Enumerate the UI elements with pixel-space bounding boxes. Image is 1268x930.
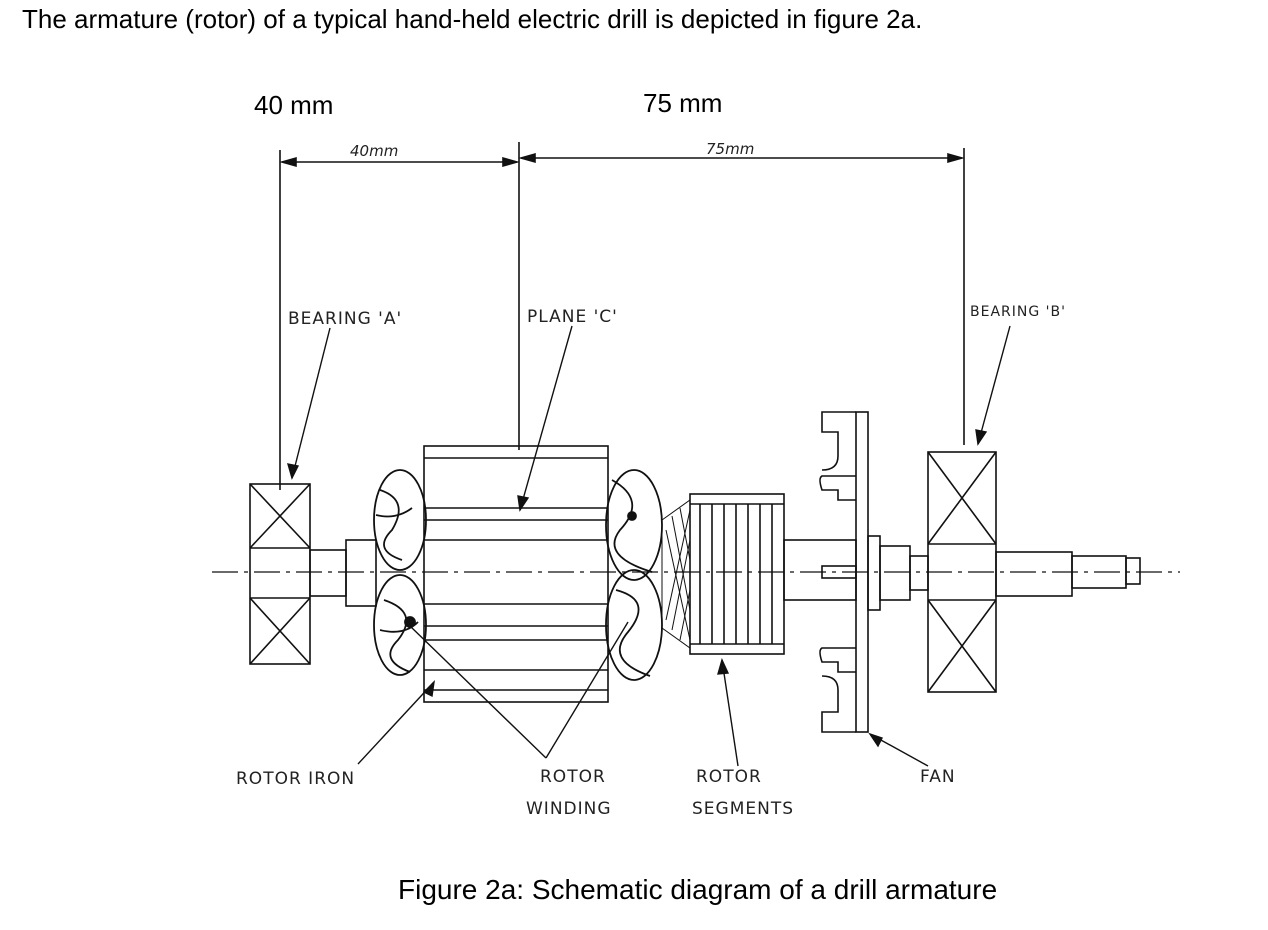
bearing-a-label: BEARING 'A' (288, 309, 402, 329)
right-shaft (995, 551, 1141, 597)
intro-text: The armature (rotor) of a typical hand-h… (22, 4, 923, 34)
figure-caption: Figure 2a: Schematic diagram of a drill … (398, 874, 998, 905)
rotor-segments (689, 493, 785, 655)
dimension-right-label: 75 mm (643, 88, 723, 118)
leader-lines (287, 325, 1011, 767)
rotor-winding-label-1: ROTOR (540, 767, 606, 787)
rotor-iron-label: ROTOR IRON (236, 769, 355, 789)
left-shaft (309, 539, 377, 607)
bearing-b-label: BEARING 'B' (970, 304, 1066, 320)
bearing-a (249, 483, 311, 665)
plane-c-label: PLANE 'C' (527, 307, 618, 327)
right-winding (605, 469, 663, 681)
dimension-right-handwritten: 75mm (706, 140, 754, 158)
fan-shaft (867, 535, 929, 611)
rotor-winding-label-2: WINDING (526, 799, 612, 819)
dimension-left-label: 40 mm (254, 90, 334, 120)
rotor-iron (423, 445, 609, 703)
commutator-hatch (661, 499, 691, 649)
rotor-segments-label-1: ROTOR (696, 767, 762, 787)
dimension-left-handwritten: 40mm (350, 142, 398, 160)
dimension-lines (279, 142, 965, 490)
fan-label: FAN (920, 767, 956, 787)
middle-shaft (783, 539, 857, 601)
rotor-segments-label-2: SEGMENTS (692, 799, 794, 819)
